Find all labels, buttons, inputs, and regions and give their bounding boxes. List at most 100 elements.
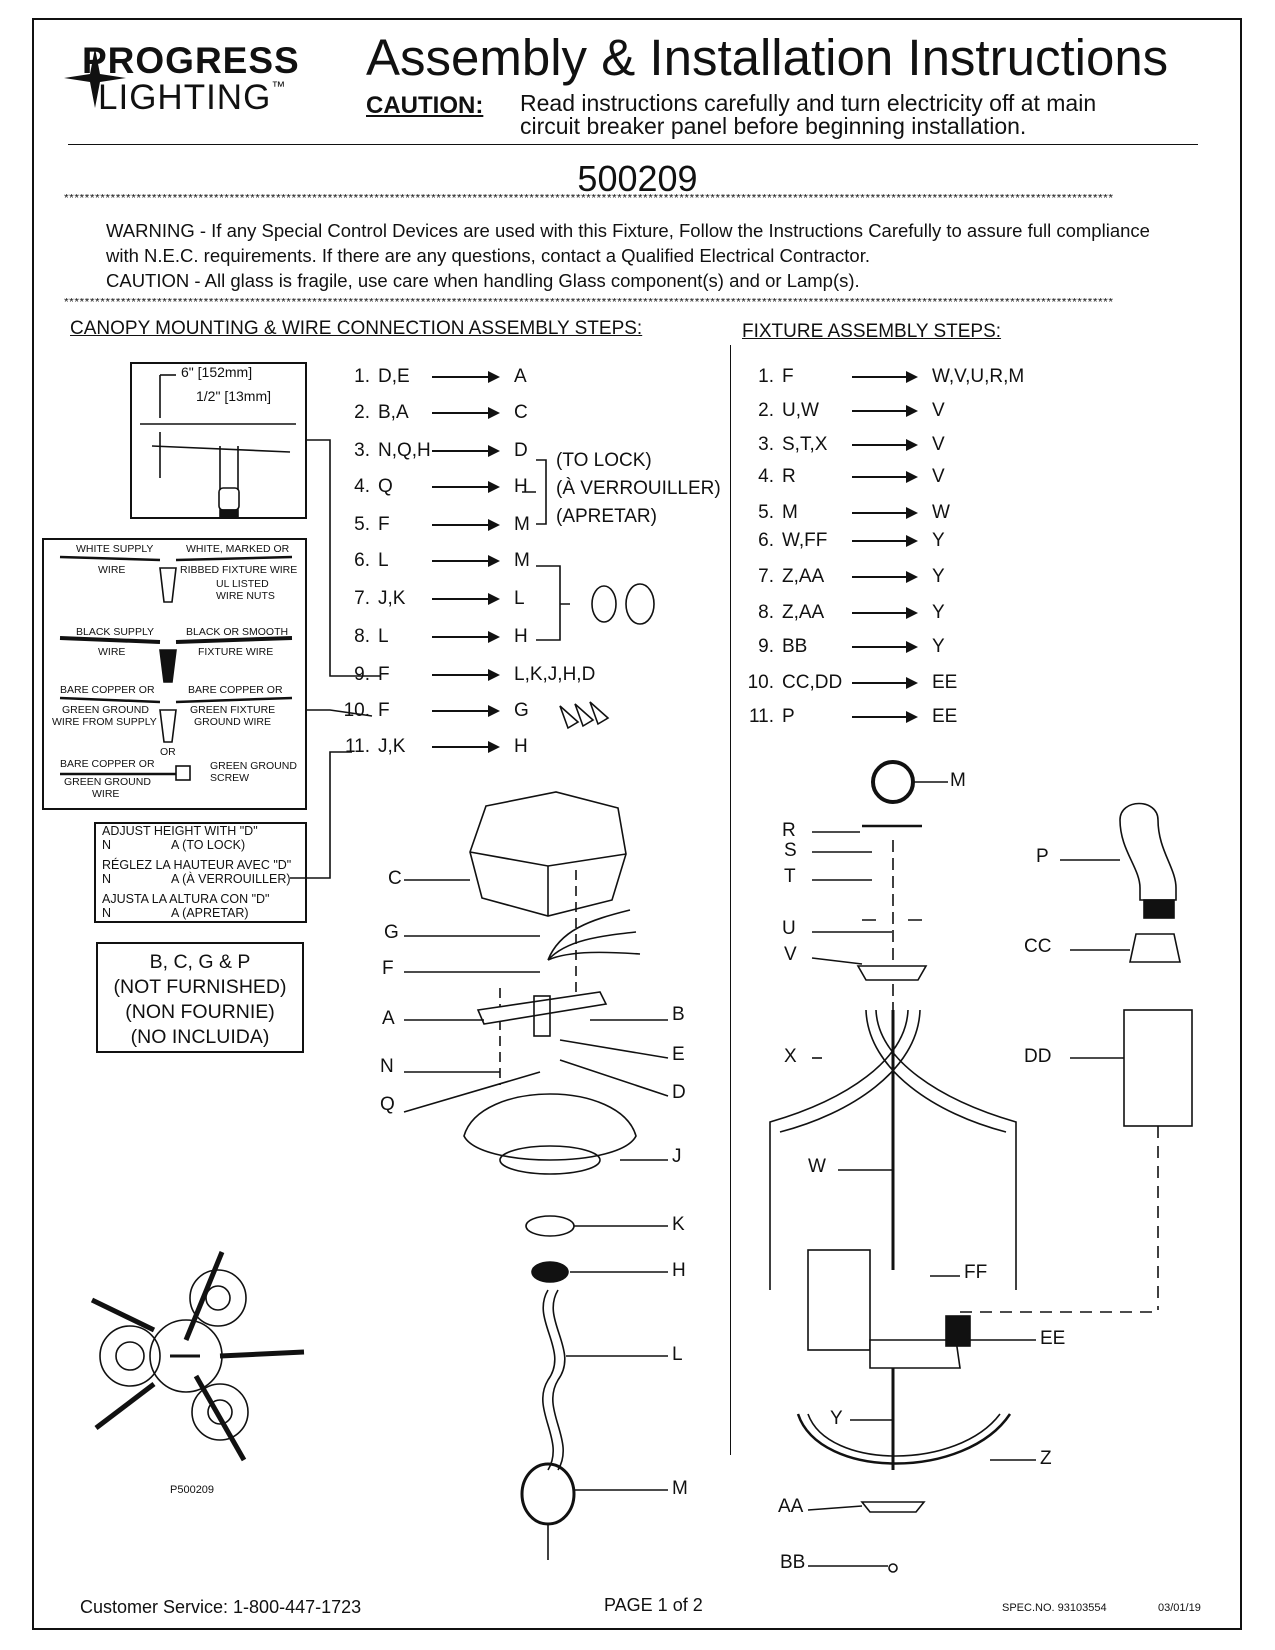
adjust-n-2: N <box>102 872 112 886</box>
model-number: 500209 <box>577 158 698 199</box>
part-label-right-6: V <box>784 944 797 965</box>
wiring-screw1: GREEN GROUND <box>210 760 297 772</box>
adjust-en-sub: A (TO LOCK) <box>171 838 246 852</box>
wiring-screw2: SCREW <box>210 772 250 784</box>
caution-text: Read instructions carefully and turn ele… <box>520 90 1097 139</box>
part-label-right-12: Z <box>1040 1448 1052 1469</box>
arrow-icon <box>432 518 500 531</box>
arrow-icon <box>852 570 918 583</box>
top-view-label: P500209 <box>170 1484 215 1496</box>
arrow-icon <box>432 704 500 717</box>
part-label-right-1: M <box>950 770 966 791</box>
part-label-left-6: Q <box>380 1094 395 1115</box>
arrow-icon <box>432 630 500 643</box>
arrow-icon <box>432 480 500 493</box>
wiring-ribbed: RIBBED FIXTURE WIRE <box>180 564 298 576</box>
page-title: Assembly & Installation Instructions <box>366 29 1169 86</box>
column-divider <box>730 345 731 1455</box>
part-label-right-3: S <box>784 840 797 861</box>
customer-service: Customer Service: 1-800-447-1723 <box>80 1597 362 1617</box>
part-label-right-14: BB <box>780 1552 806 1573</box>
arrow-icon <box>432 406 500 419</box>
part-label-left-1: C <box>388 868 402 889</box>
star-divider-bottom: ****************************************… <box>64 298 1114 306</box>
header-rule <box>68 144 1198 145</box>
warning-text: WARNING - If any Special Control Devices… <box>106 220 1150 291</box>
star-divider-top: ****************************************… <box>64 194 1114 202</box>
arrow-icon <box>852 470 918 483</box>
brand-line1: PROGRESS <box>82 40 300 81</box>
canopy-heading: CANOPY MOUNTING & WIRE CONNECTION ASSEMB… <box>70 318 643 339</box>
part-label-right-2: R <box>782 820 796 841</box>
wiring-bare3: BARE COPPER OR <box>60 758 155 770</box>
fixture-heading: FIXTURE ASSEMBLY STEPS: <box>742 321 1002 342</box>
arrow-icon <box>852 640 918 653</box>
part-label-right-16: CC <box>1024 936 1052 957</box>
part-label-left-9: D <box>672 1082 686 1103</box>
adjust-n-1: N <box>102 838 112 852</box>
part-label-left-12: H <box>672 1260 686 1281</box>
part-label-right-5: U <box>782 918 796 939</box>
part-label-right-7: X <box>784 1046 797 1067</box>
part-label-left-7: B <box>672 1004 685 1025</box>
brand-line2: LIGHTING™ <box>98 78 287 117</box>
wiring-or: OR <box>160 746 176 758</box>
arrow-icon <box>852 404 918 417</box>
part-label-left-11: K <box>672 1214 685 1235</box>
part-label-left-14: M <box>672 1478 688 1499</box>
part-label-left-4: A <box>382 1008 395 1029</box>
lock-note-1: (TO LOCK) <box>556 450 652 471</box>
wiring-fixture-wire: FIXTURE WIRE <box>198 646 274 658</box>
part-label-left-5: N <box>380 1056 394 1077</box>
arrow-icon <box>852 534 918 547</box>
wiring-ul2: WIRE NUTS <box>216 590 275 602</box>
arrow-icon <box>432 370 500 383</box>
part-label-left-3: F <box>382 958 394 979</box>
wiring-black-supply: BLACK SUPPLY <box>76 626 155 638</box>
arrow-icon <box>432 668 500 681</box>
arrow-icon <box>852 370 918 383</box>
page-number: PAGE 1 of 2 <box>604 1595 703 1615</box>
wiring-wire-from-supply: WIRE FROM SUPPLY <box>52 716 157 728</box>
wiring-wire-1: WIRE <box>98 564 126 576</box>
part-label-right-8: W <box>808 1156 826 1177</box>
arrow-icon <box>852 710 918 723</box>
part-label-left-8: E <box>672 1044 685 1065</box>
adjust-en: ADJUST HEIGHT WITH "D" <box>102 824 258 838</box>
wiring-bare1: BARE COPPER OR <box>60 684 155 696</box>
not-furnished-text: B, C, G & P (NOT FURNISHED) (NON FOURNIE… <box>113 951 287 1048</box>
wiring-ground-wire: GROUND WIRE <box>194 716 271 728</box>
dimension-half-in: 1/2" [13mm] <box>196 388 271 404</box>
wiring-diagram-box <box>42 538 307 810</box>
arrow-icon <box>432 592 500 605</box>
wiring-green-fixture: GREEN FIXTURE <box>190 704 276 716</box>
arrow-icon <box>852 606 918 619</box>
part-label-right-11: Y <box>830 1408 843 1429</box>
page-frame <box>32 18 1242 1630</box>
wiring-bare2: BARE COPPER OR <box>188 684 283 696</box>
adjust-fr-sub: A (À VERROUILLER) <box>171 872 291 886</box>
caution-label: CAUTION: <box>366 92 484 119</box>
part-label-right-15: P <box>1036 846 1049 867</box>
arrow-icon <box>432 444 500 457</box>
canopy-dimension-box <box>130 362 307 519</box>
arrow-icon <box>432 740 500 753</box>
spec-number: SPEC.NO. 93103554 <box>1002 1602 1107 1614</box>
adjust-es-sub: A (APRETAR) <box>171 906 249 920</box>
wiring-ul1: UL LISTED <box>216 578 269 590</box>
lock-note-3: (APRETAR) <box>556 506 657 527</box>
